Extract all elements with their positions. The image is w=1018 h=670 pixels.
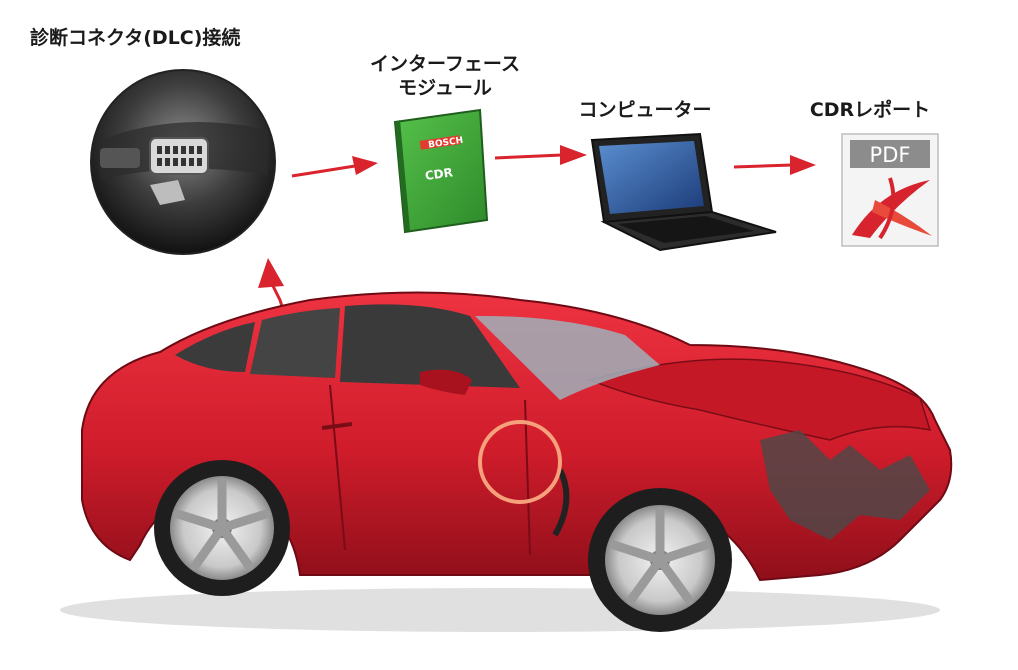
cdr-report-label: CDRレポート bbox=[809, 99, 931, 121]
arrow-right-icon bbox=[733, 155, 816, 175]
dlc-connection-label: 診断コネクタ(DLC)接続 bbox=[30, 27, 241, 49]
crashed-car bbox=[60, 291, 953, 632]
dlc-connector-closeup bbox=[90, 69, 276, 255]
interface-module-label-line2: モジュール bbox=[398, 77, 492, 99]
pdf-document-icon: PDF bbox=[841, 133, 939, 247]
arrow-right-icon bbox=[494, 145, 587, 165]
dlc-location-highlight bbox=[478, 420, 562, 504]
pdf-label-text: PDF bbox=[870, 143, 911, 167]
rear-wheel bbox=[154, 460, 290, 596]
interface-module-label: インターフェース モジュール bbox=[360, 52, 530, 100]
front-wheel bbox=[588, 488, 732, 632]
interface-module-device: BOSCH CDR bbox=[393, 108, 489, 234]
arrow-right-icon bbox=[291, 156, 378, 178]
module-logo-text: CDR bbox=[424, 165, 454, 183]
computer-laptop bbox=[590, 132, 777, 252]
interface-module-label-line1: インターフェース bbox=[370, 53, 520, 75]
computer-label: コンピューター bbox=[578, 99, 712, 121]
module-brand-text: BOSCH bbox=[428, 136, 464, 151]
